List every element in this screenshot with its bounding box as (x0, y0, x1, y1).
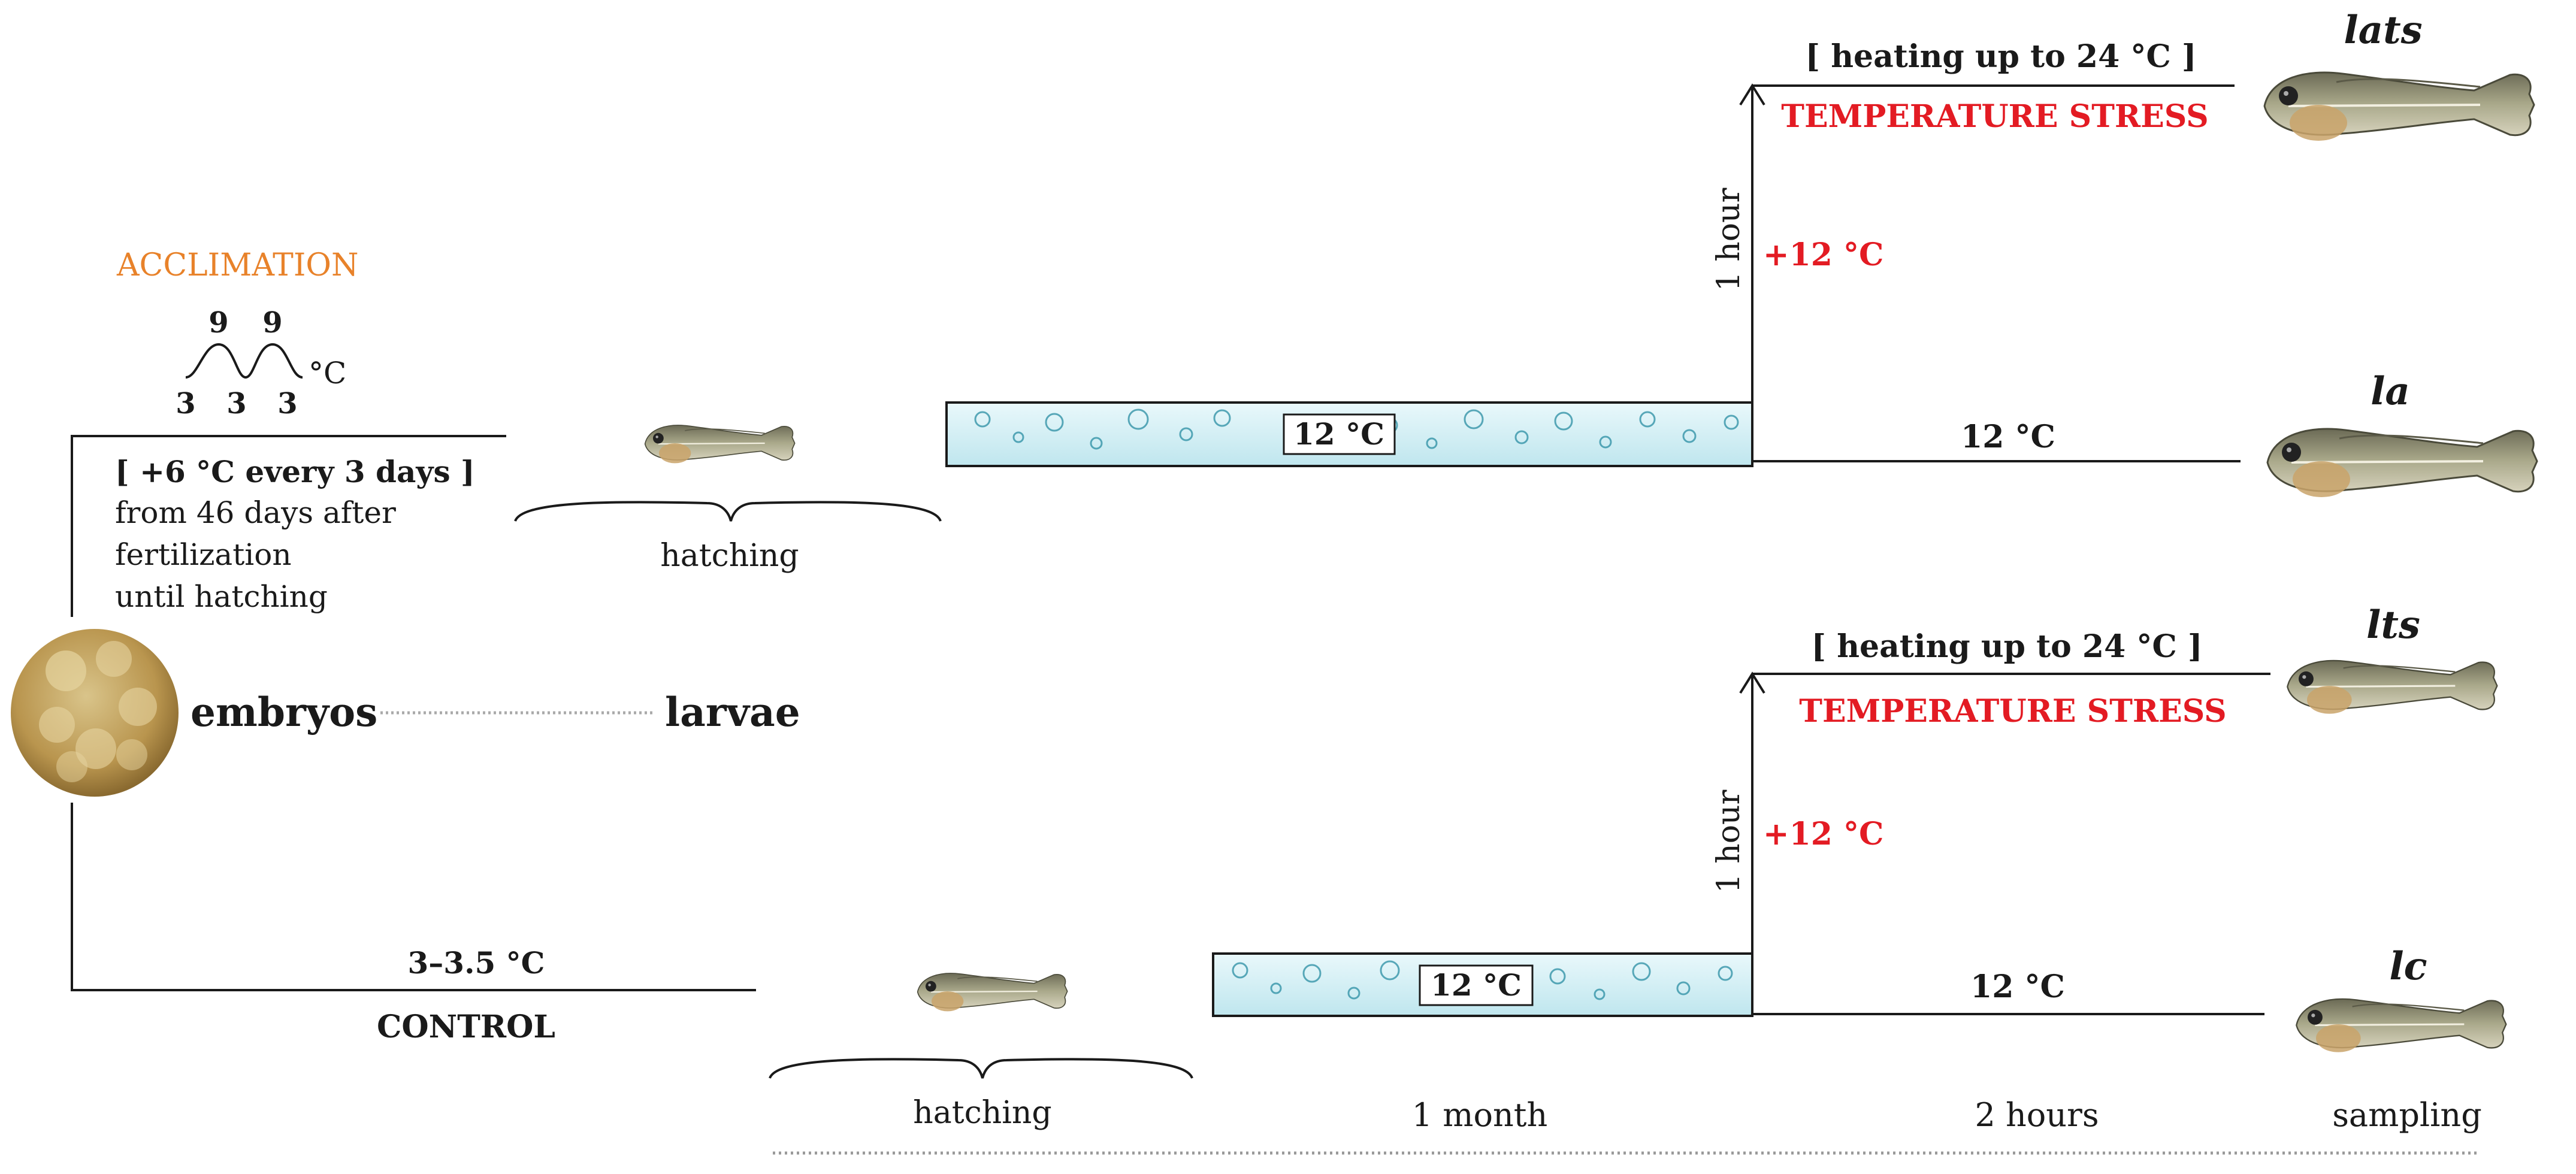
acclimation-rule: [ +6 °C every 3 days ] (115, 454, 475, 489)
group-label-lc: lc (2389, 944, 2427, 989)
timeline-2-hours: 2 hours (1975, 1096, 2099, 1134)
tank-top-temp: 12 °C (1293, 416, 1384, 452)
bottom-stress-label: TEMPERATURE STRESS (1799, 693, 2226, 730)
hatched-larva-top (644, 424, 796, 464)
wave-peak-label-2: 9 (262, 306, 282, 340)
top-delta-label: +12 °C (1763, 237, 1883, 273)
top-duration-label: 1 hour (1711, 187, 1747, 291)
top-stay-label: 12 °C (1961, 419, 2055, 455)
wave-trough-label-1: 3 (176, 387, 195, 420)
tank-top (945, 401, 1753, 467)
group-label-la: la (2371, 369, 2410, 414)
wave-unit: °C (309, 356, 346, 391)
acclimation-desc-1: from 46 days after (115, 495, 396, 530)
tank-bottom-temp: 12 °C (1431, 967, 1522, 1003)
bottom-stay-label: 12 °C (1970, 969, 2065, 1005)
temperature-wave (185, 343, 303, 379)
acclimation-desc-2: fertilization (115, 537, 292, 572)
control-label: CONTROL (377, 1009, 555, 1045)
larvae-label: larvae (665, 689, 800, 736)
wave-trough-label-3: 3 (277, 387, 297, 420)
bottom-duration-label: 1 hour (1711, 789, 1747, 893)
hatching-bottom-label: hatching (913, 1095, 1051, 1131)
hatching-brace-bottom (769, 1058, 1193, 1079)
acclimation-branch-line (71, 435, 506, 617)
hatched-larva-bottom (917, 972, 1068, 1012)
wave-peak-label-1: 9 (208, 306, 228, 340)
tank-bottom (1212, 952, 1753, 1017)
top-heating-label: [ heating up to 24 °C ] (1806, 38, 2197, 75)
group-label-lats: lats (2344, 8, 2422, 53)
embryos-label: embryos (191, 689, 377, 736)
embryos-image (11, 629, 179, 797)
hatching-top-label: hatching (660, 538, 799, 574)
larva-la (2267, 429, 2537, 497)
group-label-lts: lts (2366, 603, 2420, 647)
timeline-sampling: sampling (2332, 1096, 2482, 1134)
control-branch-line (71, 803, 756, 991)
wave-trough-label-2: 3 (226, 387, 246, 420)
larva-lts (2286, 659, 2499, 715)
bottom-delta-label: +12 °C (1763, 816, 1883, 852)
timeline-1-month: 1 month (1412, 1096, 1548, 1134)
bottom-heating-label: [ heating up to 24 °C ] (1812, 628, 2203, 665)
acclimation-title: ACCLIMATION (116, 247, 359, 283)
larva-lc (2295, 998, 2508, 1054)
hatching-brace-top (514, 501, 942, 522)
top-stress-label: TEMPERATURE STRESS (1781, 98, 2208, 135)
acclimation-desc-3: until hatching (115, 579, 328, 614)
control-temp: 3–3.5 °C (408, 945, 545, 981)
larva-lats (2264, 72, 2534, 141)
